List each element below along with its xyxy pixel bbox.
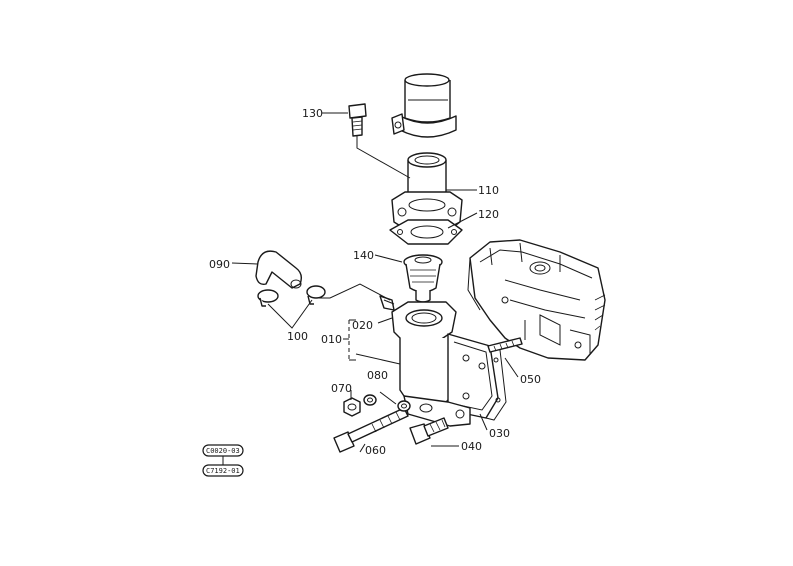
callout-020: 020 (352, 319, 373, 332)
callout-040: 040 (461, 440, 482, 453)
reference-code-top: C0020-03 (206, 447, 240, 455)
washer-080 (363, 394, 411, 412)
reference-stamp-bottom (202, 464, 244, 477)
callout-010: 010 (321, 333, 342, 346)
engine-block (467, 239, 606, 361)
callout-050: 050 (520, 373, 541, 386)
callout-080: 080 (367, 369, 388, 382)
callout-030: 030 (489, 427, 510, 440)
bolt-040 (409, 417, 449, 445)
callout-labels: 130 110 120 140 090 100 020 010 070 080 … (209, 107, 541, 457)
callout-070: 070 (331, 382, 352, 395)
callout-130: 130 (302, 107, 323, 120)
callout-060: 060 (365, 444, 386, 457)
reference-code-bottom: C7192-01 (206, 467, 240, 475)
callout-090: 090 (209, 258, 230, 271)
callout-120: 120 (478, 208, 499, 221)
nut-070 (343, 397, 361, 417)
hose-clamp-100-left (257, 289, 279, 307)
leader-lines (231, 112, 519, 453)
callout-100: 100 (287, 330, 308, 343)
callout-140: 140 (353, 249, 374, 262)
callout-110: 110 (478, 184, 499, 197)
reference-stamps: C0020-03 C7192-01 (202, 444, 244, 477)
thermostat-140 (403, 254, 443, 303)
stud-050 (487, 337, 523, 353)
hose-clamp-100-right (306, 285, 326, 305)
bolt-130 (348, 103, 367, 137)
bypass-hose-090 (255, 250, 303, 289)
bolt-060 (333, 407, 409, 453)
radiator-hose-upper (391, 73, 457, 138)
thermostat-housing-010 (379, 295, 499, 427)
gasket-120 (389, 219, 463, 245)
